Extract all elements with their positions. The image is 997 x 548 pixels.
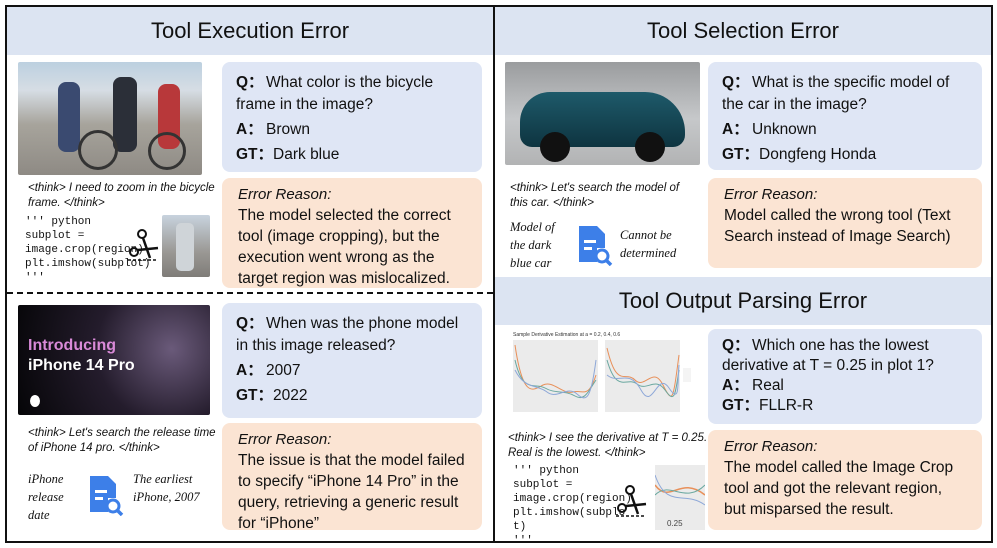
ground-truth: 2022 <box>273 387 308 404</box>
ground-truth: Dongfeng Honda <box>759 146 877 163</box>
gt-label: GT： <box>722 146 760 163</box>
scissors-icon <box>128 228 160 262</box>
dashed-divider <box>7 292 493 294</box>
crop-result-plot: 0.25 <box>655 465 705 530</box>
code-line: subplot = <box>25 230 85 242</box>
execution-header: Tool Execution Error <box>7 7 493 55</box>
execution-error-box-1: Error Reason: The model selected the cor… <box>222 178 482 288</box>
code-line: t) <box>513 521 527 533</box>
ground-truth: Dark blue <box>273 146 340 163</box>
question: What is the specific model of the car in… <box>722 74 950 113</box>
figure-frame <box>5 5 993 543</box>
answer: Real <box>752 377 784 394</box>
execution-qa-box-2: Q：When was the phone model in this image… <box>222 303 482 418</box>
question: What color is the bicycle frame in the i… <box>236 74 434 113</box>
answer: 2007 <box>266 362 301 379</box>
q-label: Q： <box>722 74 750 91</box>
a-label: A： <box>722 377 749 394</box>
q-label: Q： <box>236 74 264 91</box>
scissors-icon <box>616 484 648 518</box>
search-query: iPhone release date <box>28 472 64 522</box>
vertical-divider <box>493 5 495 543</box>
code-line: plt.imshow(subplo <box>513 507 626 519</box>
crop-result-image <box>162 215 210 277</box>
error-reason-title: Error Reason: <box>238 431 332 448</box>
execution-error-box-2: Error Reason: The issue is that the mode… <box>222 423 482 532</box>
answer: Unknown <box>752 121 817 138</box>
iphone-image: Introducing iPhone 14 Pro <box>18 305 210 415</box>
error-reason-text: The model selected the correct tool (ima… <box>238 207 451 287</box>
a-label: A： <box>236 121 263 138</box>
search-result: Cannot be determined <box>620 228 677 260</box>
parsing-title: Tool Output Parsing Error <box>618 288 868 313</box>
execution-qa-box-1: Q：What color is the bicycle frame in the… <box>222 62 482 172</box>
a-label: A： <box>722 121 749 138</box>
derivative-plot-image: Sample Derivative Estimation at a = 0.2,… <box>505 332 700 422</box>
code-line: ''' <box>513 535 533 547</box>
error-reason-text: The issue is that the model failed to sp… <box>238 452 465 532</box>
think-text: <think> Let's search the release time of… <box>28 427 216 454</box>
error-reason-text: The model called the Image Crop tool and… <box>724 459 954 518</box>
gt-label: GT： <box>236 146 274 163</box>
question: Which one has the lowest derivative at T… <box>722 337 934 374</box>
bicycle-photo <box>18 62 202 175</box>
think-text: <think> I see the derivative at T = 0.25… <box>508 432 708 459</box>
error-reason-title: Error Reason: <box>724 186 818 203</box>
parsing-error-box: Error Reason: The model called the Image… <box>708 430 982 530</box>
question: When was the phone model in this image r… <box>236 315 459 354</box>
parsing-header: Tool Output Parsing Error <box>495 277 991 325</box>
think-text: <think> Let's search the model of this c… <box>510 182 680 209</box>
code-line: ''' python <box>513 465 580 477</box>
code-block: ''' python subplot = image.crop(region) … <box>25 215 150 285</box>
gt-label: GT： <box>236 387 274 404</box>
q-label: Q： <box>722 337 750 354</box>
a-label: A： <box>236 362 263 379</box>
selection-header: Tool Selection Error <box>495 7 991 55</box>
selection-qa-box: Q：What is the specific model of the car … <box>708 62 982 170</box>
image-text: iPhone 14 Pro <box>28 357 135 374</box>
execution-title: Tool Execution Error <box>150 18 350 43</box>
error-reason-title: Error Reason: <box>238 186 332 203</box>
document-search-icon <box>577 226 613 266</box>
plot-thumbnail <box>513 340 691 412</box>
crop-curves <box>655 474 705 506</box>
search-query: Model of the dark blue car <box>510 220 555 270</box>
parsing-qa-box: Q：Which one has the lowest derivative at… <box>708 329 982 424</box>
apple-logo-icon <box>30 395 40 407</box>
selection-error-box: Error Reason: Model called the wrong too… <box>708 178 982 268</box>
code-line: plt.imshow(subplot) <box>25 258 151 270</box>
gt-label: GT： <box>722 397 760 414</box>
code-line: image.crop(region) <box>25 244 144 256</box>
search-result: The earliest iPhone, 2007 <box>133 472 200 504</box>
code-line: subplot = <box>513 479 573 491</box>
error-reason-title: Error Reason: <box>724 438 818 455</box>
selection-title: Tool Selection Error <box>647 18 839 43</box>
car-photo <box>505 62 700 165</box>
code-line: ''' python <box>25 216 92 228</box>
crop-tick-label: 0.25 <box>667 519 683 528</box>
image-text: Introducing <box>28 337 116 354</box>
error-reason-text: Model called the wrong tool (Text Search… <box>724 207 951 245</box>
code-line: image.crop(region) <box>513 493 632 505</box>
code-line: ''' <box>25 272 45 284</box>
answer: Brown <box>266 121 310 138</box>
ground-truth: FLLR-R <box>759 397 814 414</box>
code-block: ''' python subplot = image.crop(region) … <box>513 464 632 548</box>
think-text: <think> I need to zoom in the bicycle fr… <box>28 182 215 209</box>
q-label: Q： <box>236 315 264 332</box>
document-search-icon <box>88 476 124 516</box>
plot-title: Sample Derivative Estimation at a = 0.2,… <box>513 332 621 338</box>
